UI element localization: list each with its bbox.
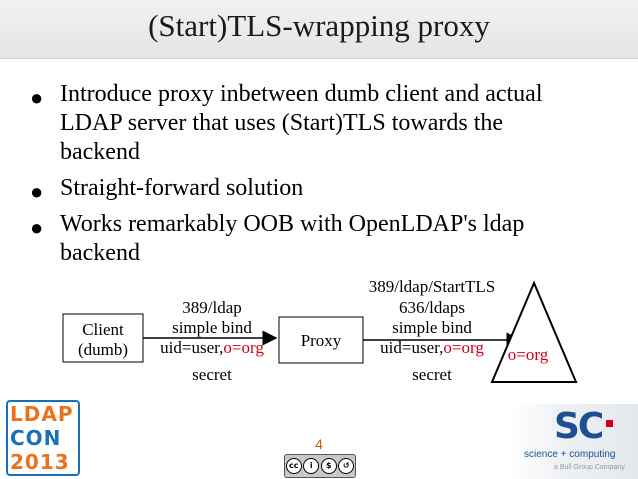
client-label: Client [82, 320, 124, 339]
ldapcon-frame [6, 400, 80, 476]
left-arrow-bind: simple bind [172, 318, 252, 337]
bullet-text: Introduce proxy inbetween dumb client an… [60, 81, 543, 165]
bullet-text: Straight-forward solution [60, 175, 304, 201]
cc-by-icon: i [303, 458, 320, 474]
bullet-text: Works remarkably OOB with OpenLDAP's lda… [60, 211, 525, 266]
creative-commons-badge: cc i $ ↺ [284, 454, 356, 478]
server-label: o=org [508, 345, 549, 364]
sc-company-name: science + computing [524, 449, 616, 460]
proxy-box [278, 316, 364, 364]
client-box [62, 313, 144, 363]
right-arrow-ldaps: 636/ldaps [399, 298, 465, 317]
left-arrow-port: 389/ldap [182, 298, 242, 317]
sc-tagline: a Bull Group Company [554, 464, 625, 471]
science-computing-logo: SC science + computing a Bull Group Comp… [510, 404, 638, 479]
page-number: 4 [315, 436, 323, 452]
ldapcon-row2: CON [10, 426, 62, 450]
bullet-dot-icon: ● [30, 215, 44, 240]
ldapcon-logo: LDAP CON 2013 [0, 398, 82, 476]
ldap-server-triangle [490, 280, 578, 383]
cc-sa-icon: ↺ [338, 458, 355, 474]
slide-title: (Start)TLS-wrapping proxy [148, 8, 490, 43]
bullet-dot-icon: ● [30, 179, 44, 204]
right-arrow-starttls: 389/ldap/StartTLS [369, 277, 496, 296]
bullet-item: ● Introduce proxy inbetween dumb client … [28, 80, 588, 167]
sc-mark: SC [554, 406, 604, 447]
ldapcon-row1: LDAP [10, 402, 74, 426]
ldapcon-row3: 2013 [10, 450, 70, 474]
bullet-item: ● Works remarkably OOB with OpenLDAP's l… [28, 210, 588, 268]
cc-icon: cc [285, 458, 302, 474]
bullet-dot-icon: ● [30, 85, 44, 110]
proxy-label: Proxy [301, 331, 342, 350]
client-sublabel: (dumb) [78, 340, 128, 359]
left-arrow-secret: secret [192, 365, 232, 384]
cc-nc-icon: $ [320, 458, 337, 474]
right-arrow-dn: uid=user,o=org [380, 338, 484, 357]
proxy-diagram: Client (dumb) 389/ldap simple bind uid=u… [62, 277, 578, 384]
sc-red-square-icon [606, 420, 613, 427]
right-arrow-secret: secret [412, 365, 452, 384]
bullet-item: ● Straight-forward solution [28, 174, 588, 204]
title-bar: (Start)TLS-wrapping proxy [0, 0, 638, 59]
bullet-list: ● Introduce proxy inbetween dumb client … [28, 80, 588, 275]
left-arrow-dn: uid=user,o=org [160, 338, 264, 357]
right-arrow-bind: simple bind [392, 318, 472, 337]
